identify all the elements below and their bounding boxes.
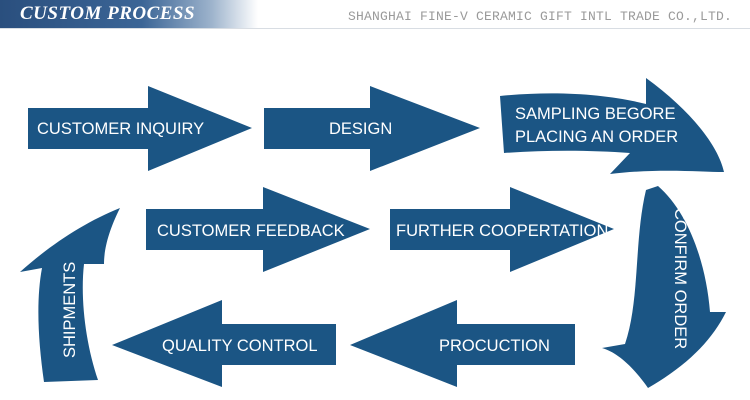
arrow-confirm-order — [602, 186, 726, 388]
header-divider — [0, 28, 750, 29]
company-name: SHANGHAI FINE-V CERAMIC GIFT INTL TRADE … — [347, 9, 732, 24]
arrow-procuction — [350, 300, 575, 387]
label-design: DESIGN — [329, 120, 392, 138]
arrow-sampling — [500, 78, 724, 174]
label-customer-feedback: CUSTOMER FEEDBACK — [157, 222, 345, 240]
arrow-quality-control — [112, 300, 336, 387]
section-title: CUSTOM PROCESS — [20, 3, 196, 24]
label-sampling-line2: PLACING AN ORDER — [515, 128, 678, 146]
arrow-customer-inquiry — [28, 86, 252, 171]
label-procuction: PROCUCTION — [439, 337, 550, 355]
header-tab: CUSTOM PROCESS — [0, 0, 258, 28]
arrow-design — [264, 86, 480, 171]
label-sampling-line1: SAMPLING BEGORE — [515, 105, 675, 123]
label-shipments: SHIPMENTS — [61, 262, 79, 358]
label-customer-inquiry: CUSTOMER INQUIRY — [37, 120, 204, 138]
arrow-customer-feedback — [146, 187, 370, 272]
arrow-shipments — [20, 208, 120, 382]
label-quality-control: QUALITY CONTROL — [162, 337, 318, 355]
label-further-coopertation: FURTHER COOPERTATION — [396, 222, 608, 240]
arrow-further-coopertation — [390, 187, 614, 272]
label-confirm-order: CONFIRM ORDER — [671, 208, 689, 349]
